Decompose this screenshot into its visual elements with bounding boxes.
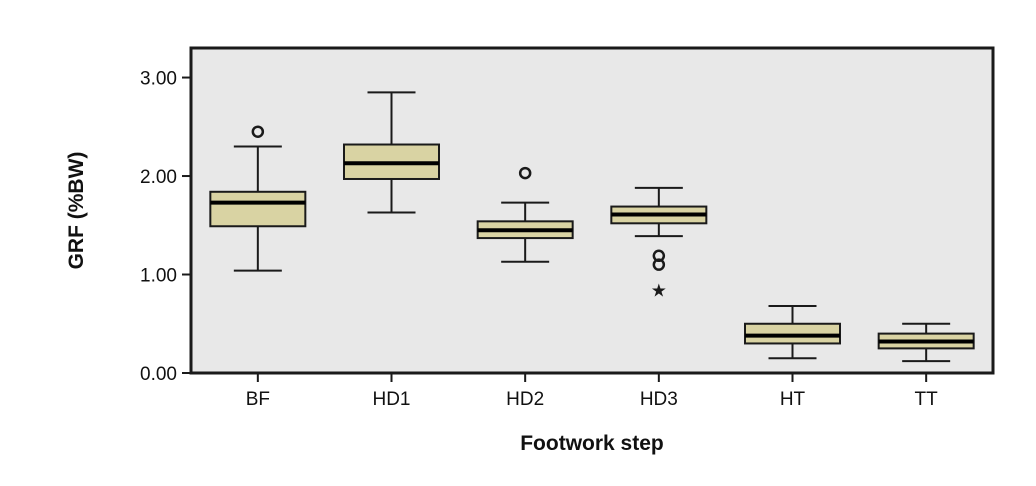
box-ht [744, 305, 841, 360]
box-bf [209, 125, 307, 272]
x-tick-label: HD3 [640, 389, 678, 410]
x-tick-label: HD1 [372, 389, 410, 410]
y-tick-label: 3.00 [140, 69, 177, 90]
box-tt [877, 322, 975, 363]
box-iqr [209, 190, 307, 228]
x-tick-label: BF [246, 389, 270, 410]
x-axis: BF HD1 HD2 HD3 HT TT [246, 373, 938, 410]
y-axis: 0.00 1.00 2.00 3.00 [140, 69, 191, 385]
y-tick-label: 1.00 [140, 266, 177, 287]
y-tick-label: 0.00 [140, 364, 177, 385]
y-tick-label: 2.00 [140, 167, 177, 188]
outlier-point [652, 258, 666, 271]
outlier-point [251, 125, 265, 138]
box-hd3: ★ [610, 186, 708, 301]
x-tick-label: TT [915, 389, 939, 410]
x-axis-title: Footwork step [520, 432, 664, 455]
x-tick-label: HT [780, 389, 806, 410]
x-tick-label: HD2 [506, 389, 544, 410]
boxes-group: ★ [209, 91, 975, 363]
box-hd1 [343, 91, 440, 214]
extreme-star: ★ [651, 280, 667, 301]
box-hd2 [476, 166, 574, 263]
outlier-point [518, 166, 532, 180]
plot-area [189, 46, 995, 375]
y-axis-title: GRF (%BW) [65, 152, 88, 270]
